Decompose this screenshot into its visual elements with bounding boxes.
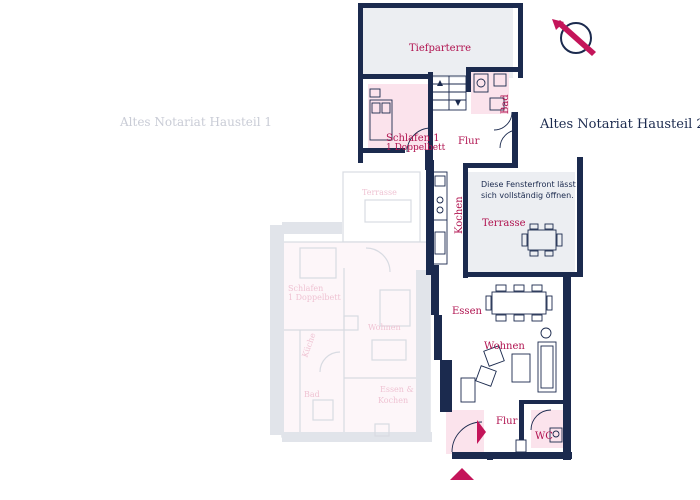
- room-label-flur-top: Flur: [458, 136, 480, 147]
- entrance-arrow-bottom-icon: [450, 468, 474, 480]
- room-label-kochen: Kochen: [454, 196, 465, 234]
- bath-fixtures: [473, 73, 507, 111]
- room-terrasse: [467, 172, 575, 272]
- room-schlafen-1: [368, 84, 432, 150]
- room-tiefparterre: [363, 8, 513, 78]
- door-swing-schlafen: [406, 127, 432, 153]
- room-label-wohnen: Wohnen: [484, 341, 525, 352]
- ghost-building: [270, 171, 432, 442]
- building-label-hausteil-2: Altes Notariat Hausteil 2: [539, 117, 700, 132]
- ghost-room-essen-kochen-2: Kochen: [378, 396, 408, 405]
- room-label-terrasse: Terrasse: [482, 218, 526, 229]
- stairs: [431, 75, 467, 111]
- room-label-schlafen-1: Schlafen 1: [386, 133, 440, 144]
- door-swing-flur: [499, 129, 519, 149]
- dining-table: [485, 284, 553, 322]
- ghost-room-essen-kochen-1: Essen &: [380, 385, 414, 394]
- ghost-room-terrasse: Terrasse: [362, 188, 397, 197]
- wc-fixtures: [549, 427, 563, 443]
- ghost-room-schlafen-sub: 1 Doppelbett: [288, 293, 341, 302]
- compass-icon: [552, 19, 596, 56]
- door-swing-wc: [530, 409, 552, 431]
- room-label-tiefparterre: Tiefparterre: [409, 43, 471, 54]
- ghost-room-bad: Bad: [304, 390, 320, 399]
- fenster-note-line-1: Diese Fensterfront lässt: [481, 180, 576, 189]
- living-furniture: [460, 327, 557, 403]
- terrasse-table: [521, 223, 563, 257]
- room-label-essen: Essen: [452, 306, 482, 317]
- kitchen-counter: [432, 171, 448, 265]
- walls: [358, 3, 583, 460]
- entrance-arrow-icon: [477, 420, 486, 444]
- wardrobe: [515, 439, 527, 453]
- room-label-wc: WC: [535, 431, 553, 442]
- building-label-hausteil-1: Altes Notariat Hausteil 1: [119, 115, 272, 129]
- room-label-schlafen-1-sub: 1 Doppelbett: [386, 143, 446, 153]
- room-label-bad: Bad: [500, 94, 511, 114]
- fenster-note-line-2: sich vollständig öffnen.: [481, 191, 574, 200]
- double-bed: [369, 88, 393, 141]
- ghost-room-wohnen: Wohnen: [368, 323, 401, 332]
- door-swing-bad: [493, 111, 513, 131]
- ghost-room-schlafen: Schlafen: [288, 284, 323, 293]
- room-label-flur-bottom: Flur: [496, 416, 518, 427]
